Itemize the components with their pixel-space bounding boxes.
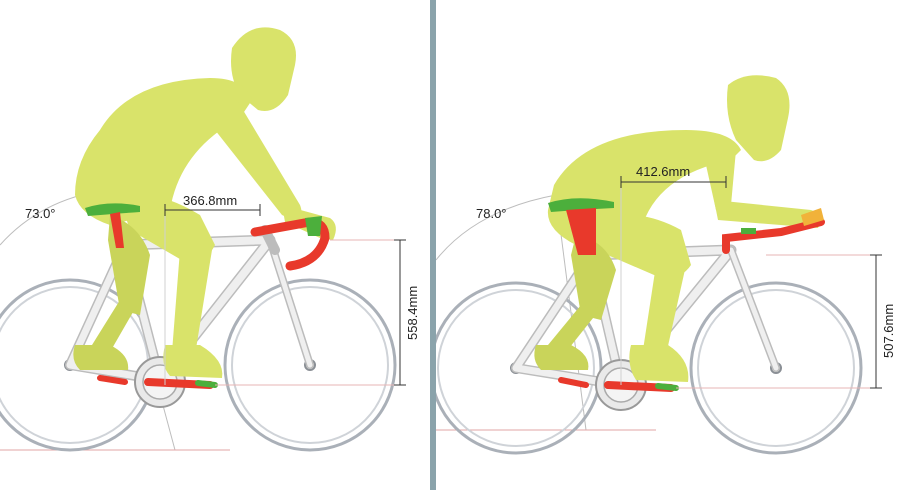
drop-label: 558.4mm bbox=[405, 286, 420, 340]
saddle bbox=[548, 198, 614, 255]
rider-silhouette bbox=[534, 75, 820, 382]
panel-divider bbox=[430, 0, 436, 490]
reach-label: 412.6mm bbox=[636, 164, 690, 179]
saddle bbox=[85, 203, 140, 248]
road-fit-panel: 366.8mm 558.4mm 73.0° bbox=[0, 27, 420, 452]
drop-dimension bbox=[215, 239, 406, 386]
reach-dimension bbox=[620, 176, 727, 385]
reach-dimension bbox=[164, 204, 261, 385]
crank bbox=[97, 375, 218, 389]
drop-dimension bbox=[676, 254, 882, 389]
front-wheel bbox=[689, 281, 863, 455]
seat-angle-label: 73.0° bbox=[25, 206, 56, 221]
handlebar bbox=[250, 216, 330, 271]
reach-label: 366.8mm bbox=[183, 193, 237, 208]
tt-fit-panel: 412.6mm 507.6mm 78.0° bbox=[436, 75, 896, 455]
rider-silhouette bbox=[73, 27, 336, 378]
aero-bars bbox=[722, 208, 825, 254]
seat-angle-label: 78.0° bbox=[476, 206, 507, 221]
seat-angle-arc bbox=[436, 194, 557, 261]
drop-label: 507.6mm bbox=[881, 304, 896, 358]
crank bbox=[558, 377, 679, 392]
